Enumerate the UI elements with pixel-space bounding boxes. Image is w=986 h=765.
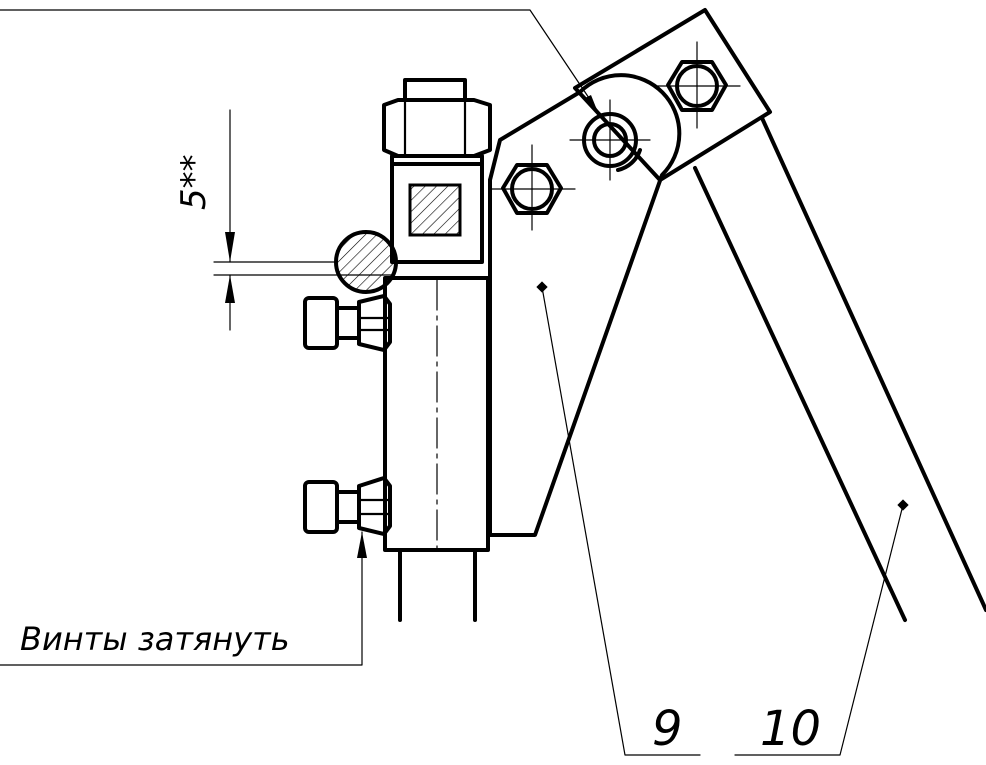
part-label-9: 9 bbox=[652, 701, 683, 757]
arm-part-10 bbox=[573, 8, 986, 622]
callout-text: Винты затянуть bbox=[20, 620, 290, 658]
round-pin bbox=[334, 230, 398, 294]
leader-part-9: 9 bbox=[536, 281, 701, 757]
housing-body bbox=[382, 78, 492, 622]
top-leader bbox=[0, 9, 598, 111]
bracket-part-9 bbox=[488, 73, 682, 537]
screws-callout: Винты затянуть bbox=[0, 531, 367, 666]
part-label-10: 10 bbox=[760, 701, 821, 757]
dimension-label: 5** bbox=[174, 154, 214, 210]
set-screw-upper bbox=[303, 294, 392, 352]
dimension-5: 5** bbox=[174, 109, 393, 331]
set-screw-lower bbox=[303, 476, 392, 536]
leader-part-10: 10 bbox=[734, 499, 909, 757]
